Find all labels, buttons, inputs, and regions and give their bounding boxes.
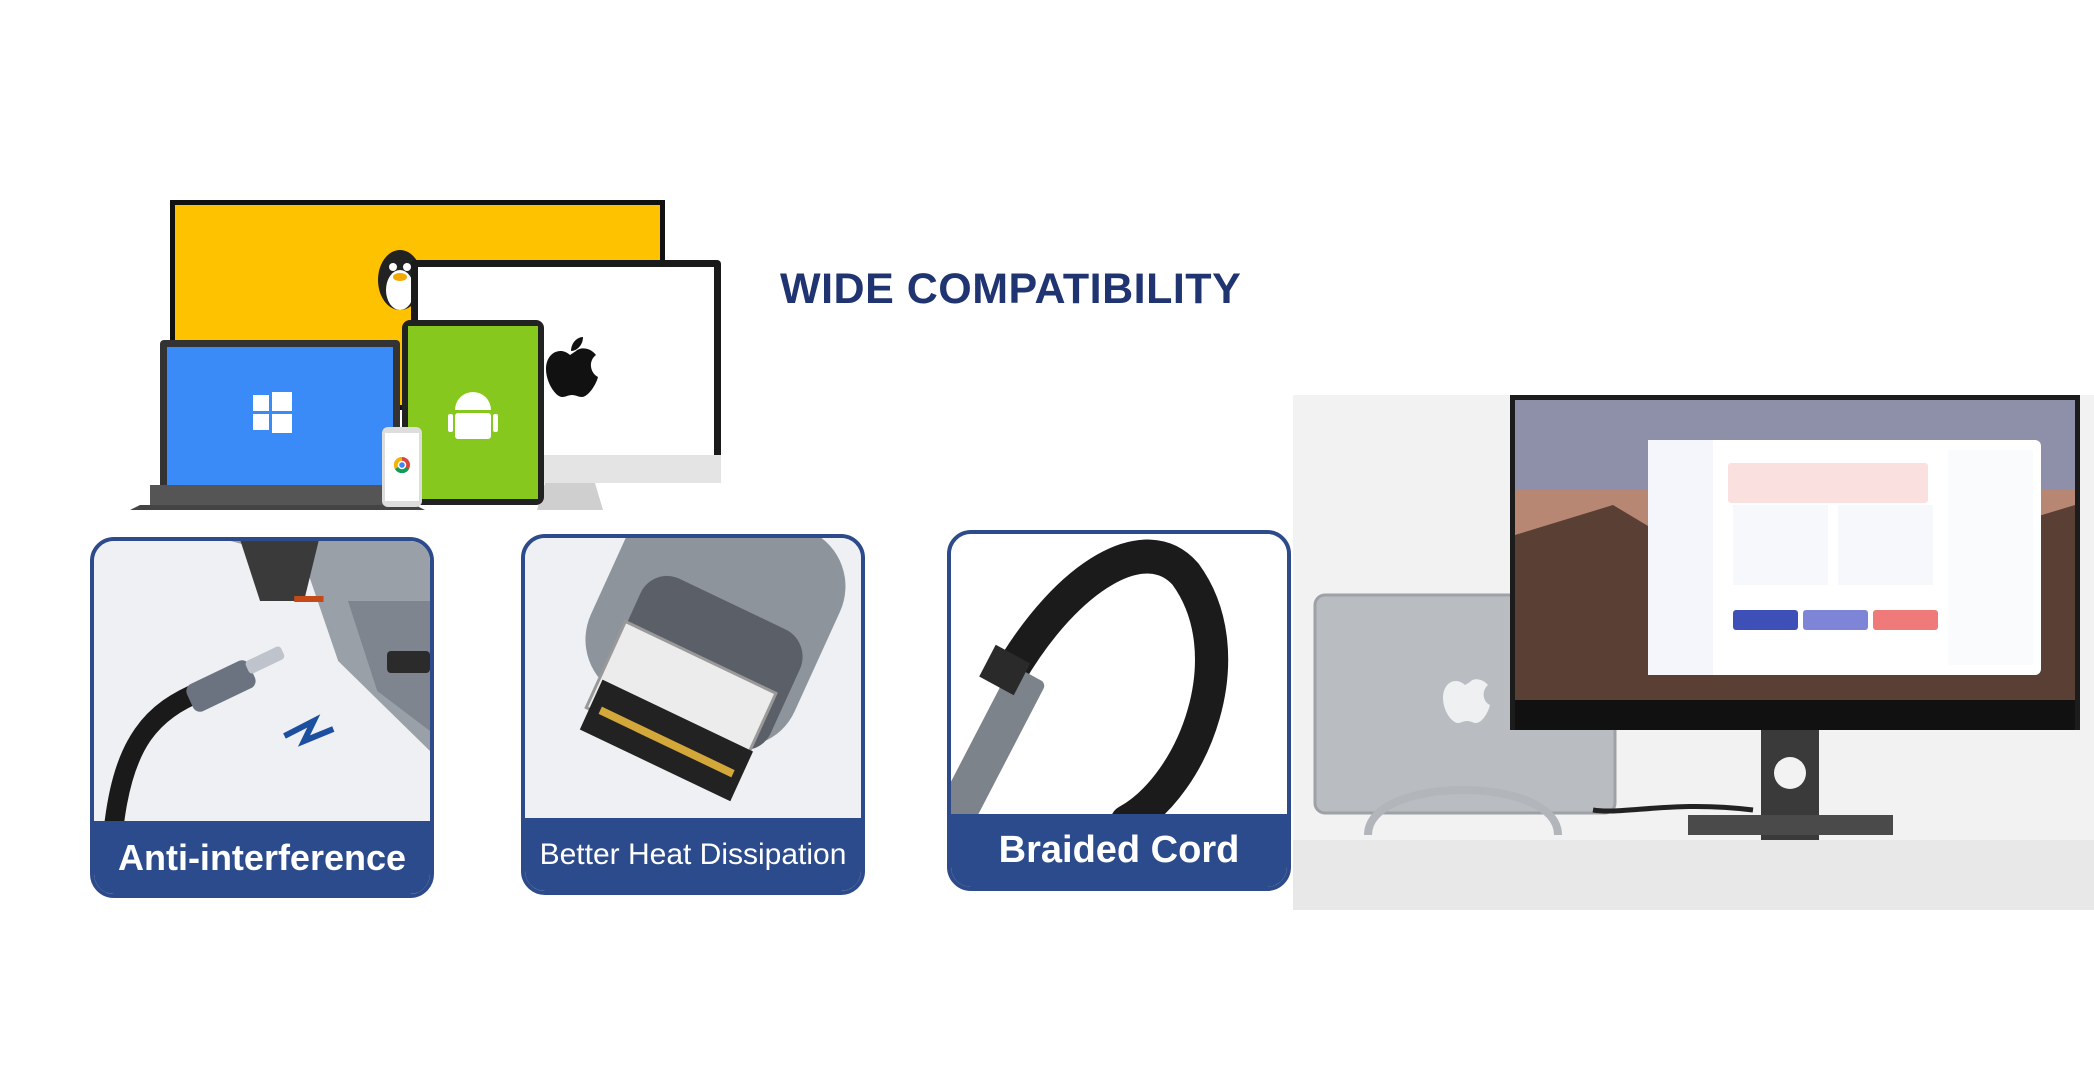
windows-icon	[253, 392, 292, 433]
feature-label: Better Heat Dissipation	[525, 818, 861, 891]
hdmi-plug-icon	[525, 538, 861, 826]
device-cluster	[130, 200, 721, 510]
page-title: WIDE COMPATIBILITY	[780, 265, 1242, 313]
monitor-setup-image	[1293, 395, 2094, 910]
usb-c-plug-icon	[94, 541, 430, 829]
android-icon	[448, 392, 498, 439]
chrome-icon	[393, 456, 410, 474]
feature-label: Braided Cord	[951, 814, 1287, 887]
braided-cable-icon	[951, 534, 1287, 822]
feature-card-heat-dissipation: Better Heat Dissipation	[521, 534, 865, 895]
feature-card-anti-interference: Anti-interference	[90, 537, 434, 898]
apple-icon	[546, 337, 598, 397]
feature-card-braided-cord: Braided Cord	[947, 530, 1291, 891]
feature-label: Anti-interference	[94, 821, 430, 894]
apple-icon	[1443, 679, 1490, 723]
